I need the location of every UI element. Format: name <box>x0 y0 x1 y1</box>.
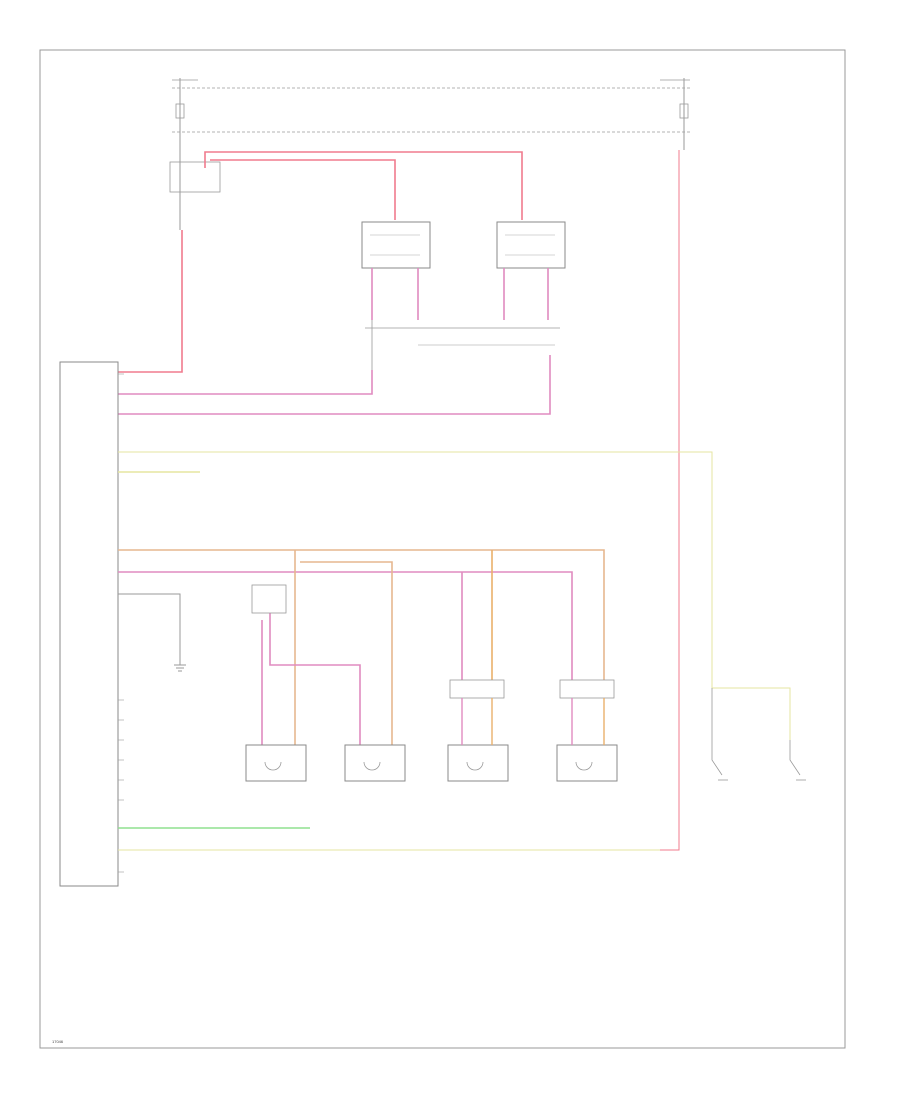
upper-splice <box>169 150 221 230</box>
rr-door-lock-actuator <box>556 744 618 782</box>
switch-output-wires <box>118 268 560 415</box>
control-module <box>59 361 124 887</box>
lock-wires <box>118 549 605 745</box>
rf-door-lock-actuator <box>344 744 406 782</box>
passenger-window-switch <box>496 221 566 269</box>
ground-wire <box>118 593 186 672</box>
lr-door-lock-actuator <box>447 744 509 782</box>
fuse-block <box>172 78 690 150</box>
door-ajar-switches <box>711 688 806 781</box>
lf-door-lock-actuator <box>245 744 307 782</box>
signal-wires <box>118 451 791 851</box>
diagram-frame <box>39 49 846 1049</box>
lr-lock-switch <box>449 679 505 745</box>
key-cylinder-switch <box>251 584 287 614</box>
driver-window-switch <box>361 221 431 269</box>
rr-lock-switch <box>559 679 615 745</box>
footer-code: 17046 <box>52 1039 64 1044</box>
